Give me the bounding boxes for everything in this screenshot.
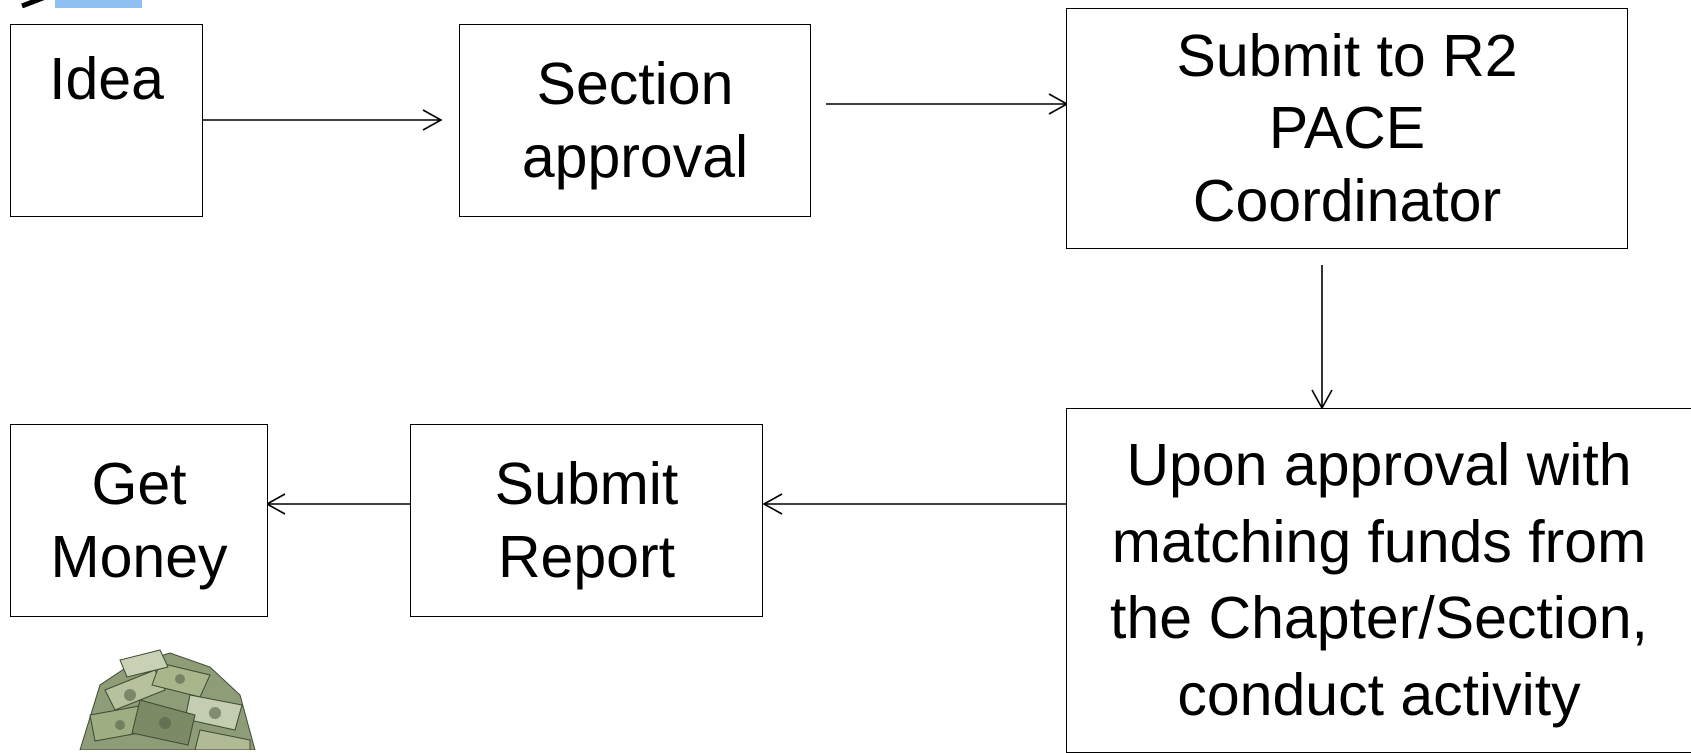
node-conduct-activity: Upon approval with matching funds from t… <box>1066 408 1691 753</box>
node-idea-label: Idea <box>49 46 164 112</box>
arrow-submit-report-to-get-money <box>265 493 410 515</box>
arrow-section-approval-to-coordinator <box>826 93 1069 115</box>
node-conduct-activity-label: Upon approval with matching funds from t… <box>1110 432 1648 729</box>
node-submit-coordinator-label: Submit to R2 PACE Coordinator <box>1176 22 1518 234</box>
money-pile-icon <box>79 649 256 750</box>
arrow-conduct-activity-to-submit-report <box>762 493 1066 515</box>
node-submit-report: Submit Report <box>410 424 763 617</box>
arrow-idea-to-section-approval <box>202 109 443 131</box>
node-section-approval-label: Section approval <box>521 50 749 190</box>
node-submit-coordinator: Submit to R2 PACE Coordinator <box>1066 8 1628 249</box>
node-section-approval: Section approval <box>459 24 811 217</box>
node-submit-report-label: Submit Report <box>494 450 679 590</box>
arrow-coordinator-to-conduct-activity <box>1311 265 1333 410</box>
node-idea: Idea <box>10 24 203 217</box>
corner-arrow-icon <box>21 0 45 8</box>
node-get-money-label: Get Money <box>50 450 228 590</box>
corner-accent-tab <box>55 0 142 8</box>
node-get-money: Get Money <box>10 424 268 617</box>
